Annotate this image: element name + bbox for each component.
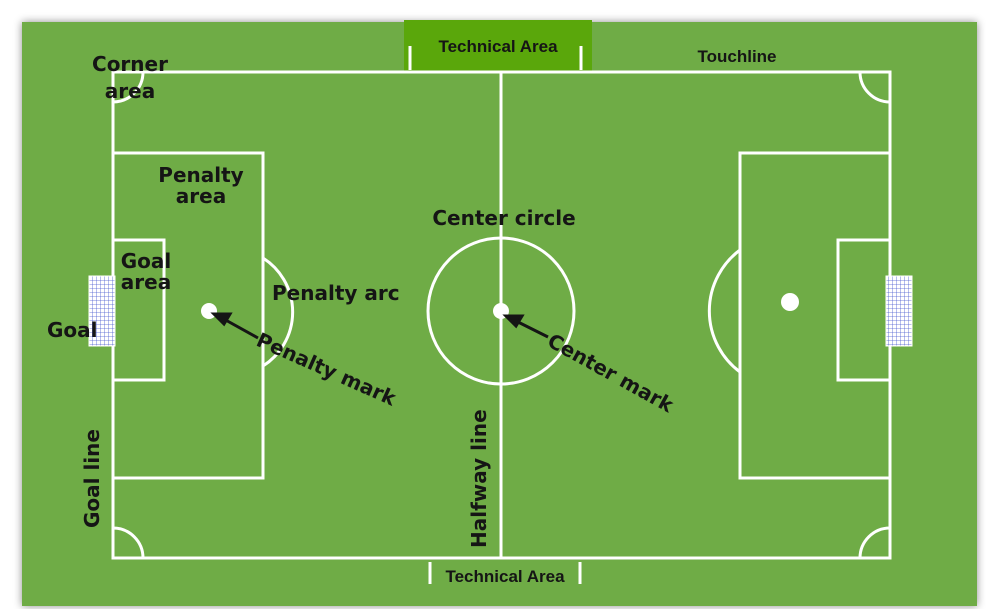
penalty-arc-label: Penalty arc (272, 281, 400, 305)
penalty-mark-arrow (221, 316, 259, 340)
left-goal-net (88, 275, 116, 347)
right-penalty-arc (707, 248, 741, 374)
corner-area-label-line1: Corner (92, 52, 168, 76)
penalty-mark-arrowhead (210, 312, 233, 327)
halfway-line-label: Halfway line (467, 409, 491, 548)
center-circle-label: Center circle (432, 206, 575, 230)
center-mark-arrow (513, 318, 549, 339)
corner-arc-bottom-left (112, 526, 145, 559)
goal-label: Goal (47, 318, 98, 342)
corner-arc-top-left (112, 71, 145, 104)
technical-area-top-label: Technical Area (438, 37, 558, 56)
technical-area-bottom-label: Technical Area (445, 567, 565, 586)
penalty-area-label-line2: area (176, 184, 226, 208)
corner-arc-top-right (858, 71, 891, 104)
right-penalty-mark (781, 293, 799, 311)
right-goal-net (885, 275, 913, 347)
goal-area-label-line2: area (121, 270, 171, 294)
corner-area-label-line2: area (105, 79, 155, 103)
penalty-area-label-line1: Penalty (158, 163, 243, 187)
corner-arc-bottom-right (858, 526, 891, 559)
touchline-label: Touchline (697, 47, 776, 66)
technical-area-top-box (404, 20, 592, 72)
left-penalty-arc (262, 256, 295, 368)
goal-area-label-line1: Goal (121, 249, 172, 273)
goal-line-label: Goal line (80, 429, 104, 528)
center-mark-arrowhead (502, 314, 525, 329)
center-circle (426, 236, 576, 386)
